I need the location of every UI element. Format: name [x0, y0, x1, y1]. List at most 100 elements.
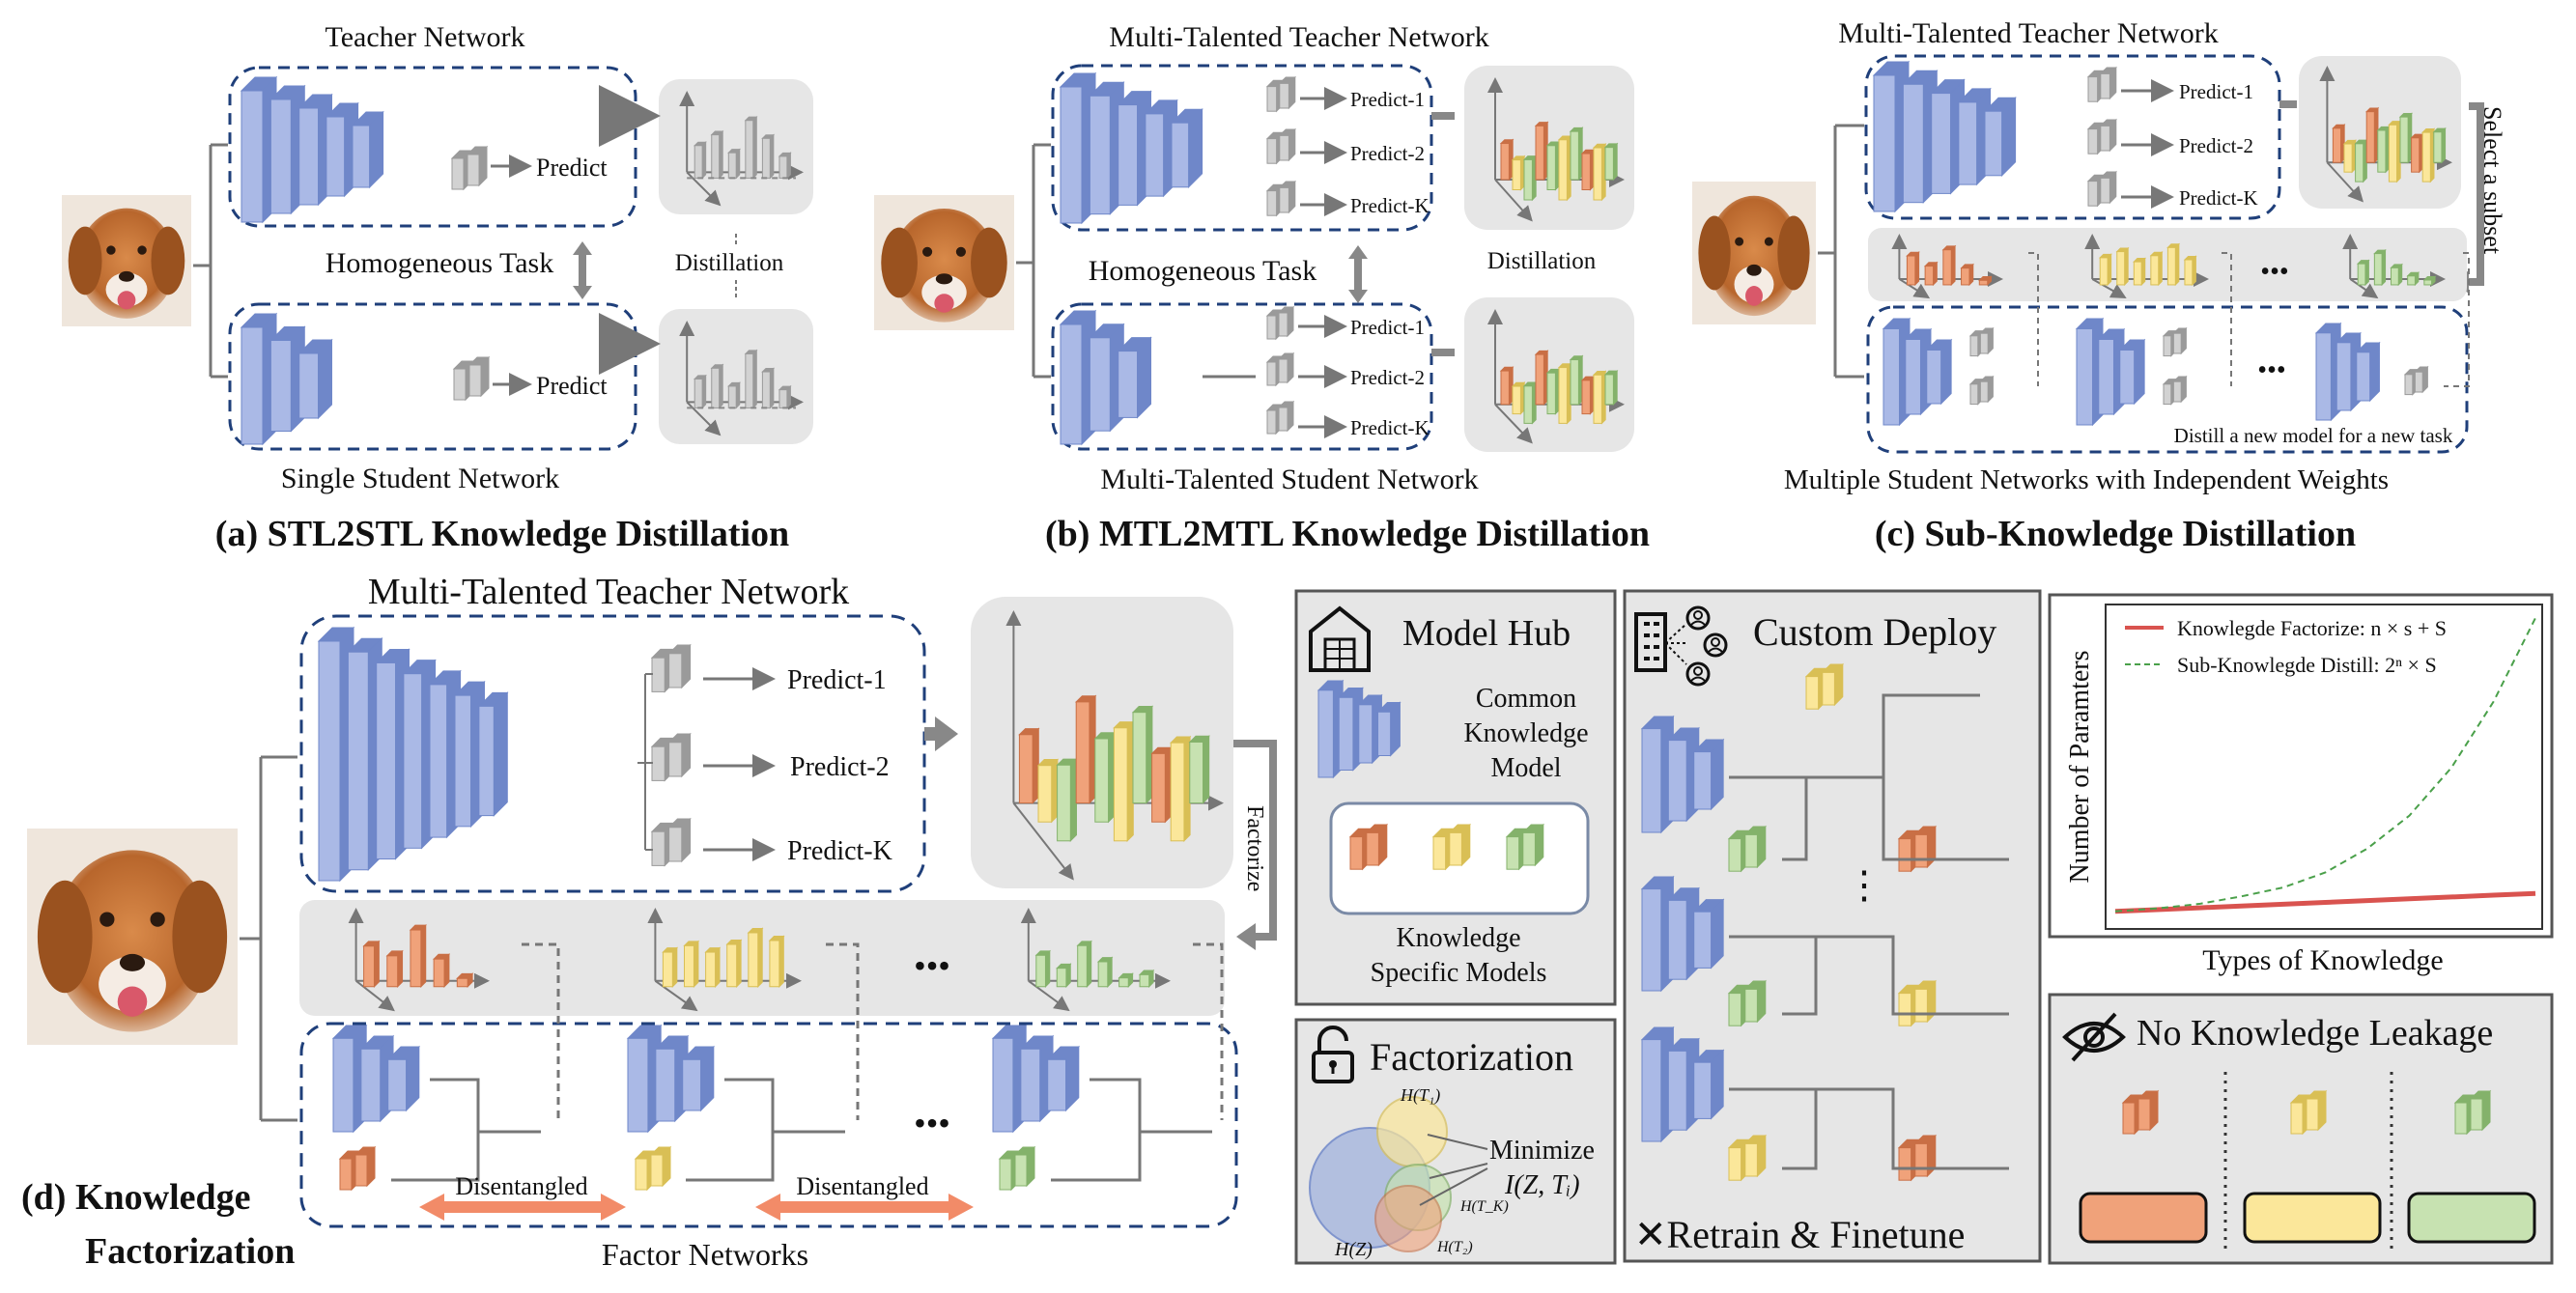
d-factor-ellipsis: •••: [914, 1104, 950, 1142]
user-icon: [1685, 605, 1711, 631]
b-predict-2: Predict-2: [1350, 142, 1425, 165]
h-t2: H(T₂): [1436, 1239, 1473, 1255]
padlock-icon: [1312, 1026, 1354, 1083]
a-student-title: Single Student Network: [281, 463, 559, 494]
factorization-panel: Factorization H(T₁) H(Z) H(T_K) H(T₂) Mi…: [1294, 1018, 1617, 1265]
b-student-box: [1051, 302, 1433, 451]
mutual-info-label: I(Z, Tᵢ): [1504, 1170, 1580, 1200]
gray-head-block: [2162, 375, 2188, 406]
b-student-predict-2: Predict-2: [1350, 366, 1425, 389]
encoder-block: [331, 1024, 421, 1134]
d-predict-1: Predict-1: [787, 665, 887, 695]
b-student-head-1: [1265, 305, 1295, 341]
b-predict-k: Predict-K: [1350, 194, 1430, 217]
b-student-head-2: [1265, 351, 1295, 387]
encoder-block: [1882, 317, 1953, 427]
panel-a: Teacher Network Predict Homogeneous Task…: [193, 21, 813, 554]
green-head-block: [1727, 825, 1768, 873]
encoder-block: [2314, 322, 2381, 422]
encoder-block: [1316, 679, 1401, 779]
yellow-bar-chart-icon: [647, 908, 802, 1012]
no-leakage-panel: No Knowledge Leakage: [2048, 993, 2554, 1265]
building-icon: [1634, 612, 1687, 672]
user-icon-3: [1685, 661, 1711, 687]
a-teacher-chart-bg: [659, 79, 813, 214]
leakage-box-orange: [2079, 1192, 2208, 1244]
a-predict-student: Predict: [536, 372, 608, 400]
b-teacher-head-2: [1265, 127, 1297, 165]
encoder-block: [1872, 60, 2017, 213]
b-student-head-k: [1265, 400, 1295, 436]
h-t1: H(T₁): [1400, 1085, 1440, 1106]
green-head-block: [2453, 1089, 2492, 1136]
c-predict-2: Predict-2: [2179, 134, 2253, 157]
gray-head-block: [2086, 118, 2118, 155]
d-caption-2: Factorization: [85, 1231, 295, 1272]
gray-head-block: [2086, 66, 2118, 103]
leakage-title: No Knowledge Leakage: [2137, 1013, 2493, 1054]
orange-bar-chart-icon: [348, 908, 490, 1012]
dog-photo-c: [1692, 182, 1816, 324]
yellow-head-block: [1431, 823, 1472, 871]
chart-ylabel: Number of Paramters: [2065, 650, 2095, 883]
a-predict-teacher: Predict: [536, 154, 608, 182]
multi-task-bar-chart-icon: [1487, 309, 1625, 444]
yellow-head-block: [1727, 1134, 1768, 1182]
encoder-block: [991, 1024, 1081, 1134]
d-factorize: Factorize: [1242, 805, 1267, 891]
d-predict-k: Predict-K: [787, 836, 892, 866]
orange-head-block: [1897, 1134, 1938, 1182]
a-teacher-box: [228, 66, 637, 228]
chart-series: [2114, 617, 2536, 914]
a-student-head: [452, 355, 491, 402]
retrain-finetune: ✕Retrain & Finetune: [1634, 1213, 1965, 1256]
custom-deploy-panel: Custom Deploy ⋮ ✕Retrain & Finetune: [1623, 589, 2042, 1263]
model-hub-panel: Model Hub Common Knowledge Model Knowled…: [1294, 589, 1617, 1006]
leakage-box-yellow: [2243, 1192, 2382, 1244]
gray-head-block: [650, 732, 692, 782]
orange-bar-chart-icon: [1891, 234, 2003, 299]
c-students-ellipsis: •••: [2257, 355, 2285, 385]
c-teacher-title: Multi-Talented Teacher Network: [1838, 17, 2218, 49]
c-caption: (c) Sub-Knowledge Distillation: [1875, 514, 2356, 554]
d-strip-ellipsis: •••: [914, 946, 950, 985]
yellow-head-block: [634, 1145, 672, 1192]
gray-head-block: [2162, 326, 2188, 357]
gray-bar-chart-icon: [679, 91, 804, 207]
b-distillation: Distillation: [1487, 248, 1597, 274]
chart-xlabel: Types of Knowledge: [2202, 944, 2444, 976]
warehouse-icon: [1309, 605, 1371, 672]
green-bar-chart-icon: [2342, 234, 2446, 299]
venn-t1: [1376, 1096, 1448, 1167]
factorization-title: Factorization: [1370, 1035, 1573, 1079]
b-student-predict-1: Predict-1: [1350, 316, 1425, 339]
d-predict-2: Predict-2: [790, 752, 890, 782]
series-line-1: [2114, 890, 2536, 914]
panel-c: Multi-Talented Teacher Network Predict-1…: [1784, 17, 2506, 554]
encoder-block: [1640, 715, 1725, 834]
a-homogeneous: Homogeneous Task: [326, 247, 553, 279]
multi-task-bar-chart-icon: [2319, 66, 2452, 203]
a-student-chart-bg: [659, 309, 813, 444]
model-hub-common-1: Common: [1476, 684, 1576, 714]
a-caption: (a) STL2STL Knowledge Distillation: [215, 514, 789, 554]
gray-head-block: [2403, 365, 2429, 396]
yellow-bar-chart-icon: [2084, 234, 2209, 298]
b-teacher-encoder: [1059, 71, 1203, 225]
b-homogeneous: Homogeneous Task: [1089, 255, 1316, 287]
c-students-box: [1866, 305, 2469, 454]
custom-deploy-title: Custom Deploy: [1753, 610, 1996, 654]
user-icon-2: [1703, 632, 1728, 658]
orange-head-block: [1897, 825, 1938, 873]
green-head-block: [1505, 823, 1545, 871]
yellow-head-block: [2289, 1089, 2328, 1136]
h-z: H(Z): [1334, 1239, 1373, 1260]
deploy-vdots: ⋮: [1845, 863, 1883, 907]
yellow-head-block: [1897, 979, 1938, 1027]
b-student-title: Multi-Talented Student Network: [1100, 464, 1478, 495]
eye-slash-icon: [2062, 1012, 2126, 1062]
c-predict-1: Predict-1: [2179, 80, 2253, 103]
a-student-encoder: [240, 312, 333, 446]
green-head-block: [998, 1145, 1036, 1192]
